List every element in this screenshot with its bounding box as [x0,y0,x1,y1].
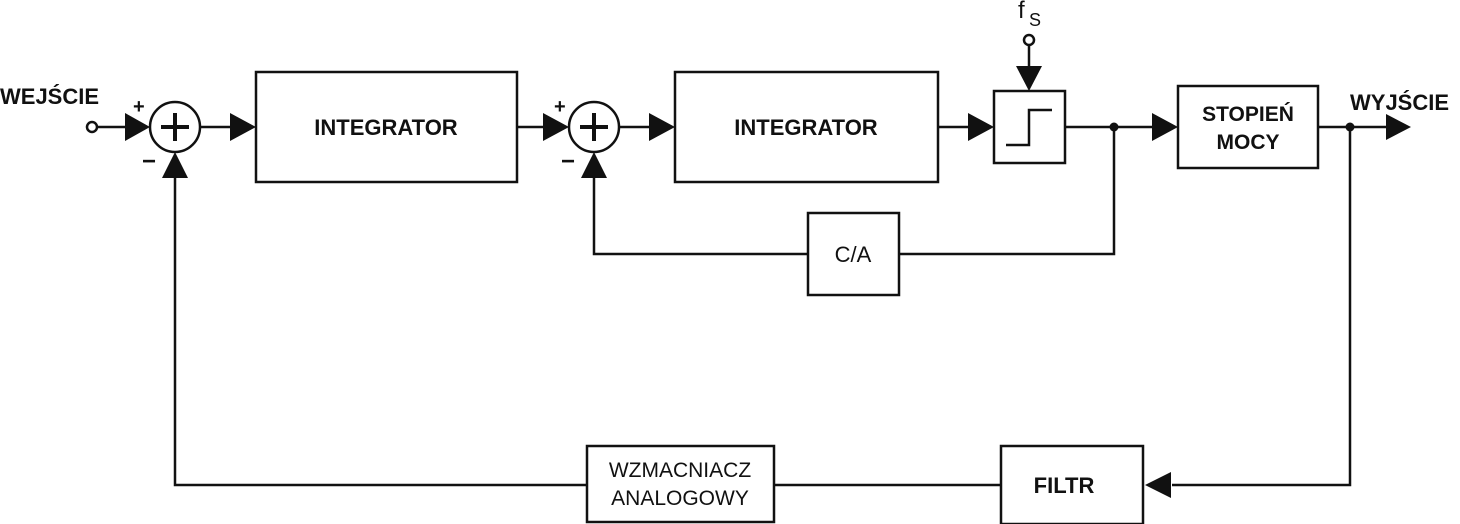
power-stage-block [1176,84,1320,170]
power-stage-label-line1: STOPIEŃ [1202,103,1294,126]
dac-label: C/A [835,242,872,267]
analog-amp-label-line2: ANALOGOWY [611,487,749,510]
power-stage-label-line2: MOCY [1217,131,1280,154]
step-icon [1006,108,1052,147]
sum1-minus-sign: − [142,148,156,175]
input-terminal [85,120,99,134]
output-label: WYJŚCIE [1350,90,1449,115]
sum2-plus-sign: + [554,96,566,118]
sampling-frequency-label: f [1018,0,1025,24]
filter-label: FILTR [1034,473,1095,498]
output-arrow [1386,114,1411,140]
dac-block [806,211,901,297]
input-arrow [125,113,150,141]
sum1-plus-sign: + [133,96,145,118]
analog-amp-label-line1: WZMACNIACZ [609,459,751,482]
sampling-frequency-subscript: S [1029,10,1041,30]
integrator-1-label: INTEGRATOR [314,115,458,140]
input-label: WEJŚCIE [0,84,99,109]
integrator-2-block [673,70,940,184]
sum2-minus-sign: − [561,148,575,175]
integrator-1-block [254,70,519,184]
clock-terminal [1022,33,1036,47]
integrator-2-label: INTEGRATOR [734,115,878,140]
analog-amp-block [585,444,776,524]
